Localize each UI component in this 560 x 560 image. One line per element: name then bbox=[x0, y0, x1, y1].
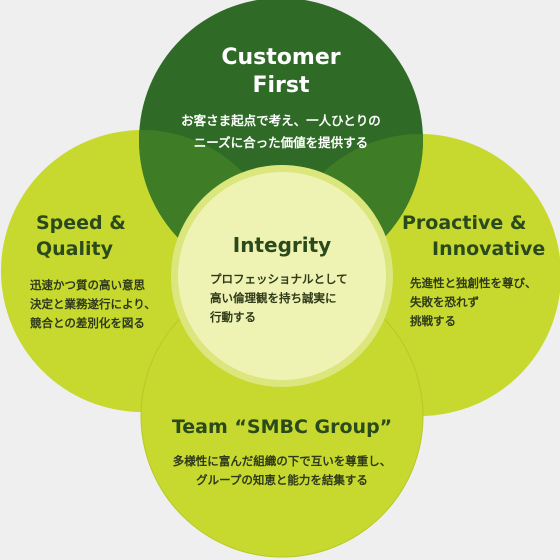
bottom-desc-line1: 多様性に富んだ組織の下で互いを尊重し、 bbox=[172, 454, 392, 468]
center-title: Integrity bbox=[232, 233, 332, 257]
center-desc-line2: 高い倫理観を持ち誠実に bbox=[210, 291, 337, 305]
top-description: お客さま起点で考え、一人ひとりの ニーズに合った価値を提供する bbox=[150, 110, 412, 154]
left-desc-line3: 競合との差別化を図る bbox=[30, 316, 145, 330]
right-description: 先進性と独創性を尊び、 失敗を恐れず 挑戦する bbox=[410, 274, 550, 331]
center-description: プロフェッショナルとして 高い倫理観を持ち誠実に 行動する bbox=[210, 270, 360, 327]
top-desc-line2: ニーズに合った価値を提供する bbox=[193, 135, 369, 150]
bottom-desc-line2: グループの知恵と能力を結集する bbox=[196, 473, 368, 487]
right-desc-line1: 先進性と独創性を尊び、 bbox=[410, 276, 537, 290]
top-desc-line1: お客さま起点で考え、一人ひとりの bbox=[181, 113, 381, 128]
top-title: Customer First bbox=[181, 44, 381, 100]
left-desc-line1: 迅速かつ質の高い意思 bbox=[30, 278, 145, 292]
center-desc-line3: 行動する bbox=[210, 310, 256, 324]
right-title-line1: Proactive & bbox=[402, 212, 527, 234]
bottom-description: 多様性に富んだ組織の下で互いを尊重し、 グループの知恵と能力を結集する bbox=[152, 452, 412, 490]
right-desc-line3: 挑戦する bbox=[410, 314, 456, 328]
top-title-line1: Customer bbox=[221, 45, 341, 70]
left-description: 迅速かつ質の高い意思 決定と業務遂行により、 競合との差別化を図る bbox=[30, 276, 160, 333]
bottom-title: Team “SMBC Group” bbox=[171, 416, 393, 438]
top-title-line2: First bbox=[252, 73, 310, 98]
center-desc-line1: プロフェッショナルとして bbox=[210, 272, 348, 286]
right-desc-line2: 失敗を恐れず bbox=[410, 295, 479, 309]
left-desc-line2: 決定と業務遂行により、 bbox=[30, 297, 156, 311]
left-title-line1: Speed & bbox=[36, 212, 126, 234]
right-title-line2: Innovative bbox=[432, 238, 546, 260]
left-title-line2: Quality bbox=[36, 238, 113, 260]
right-title: Proactive & Innovative bbox=[402, 210, 552, 262]
center-circle bbox=[178, 172, 386, 380]
left-title: Speed & Quality bbox=[36, 210, 156, 262]
